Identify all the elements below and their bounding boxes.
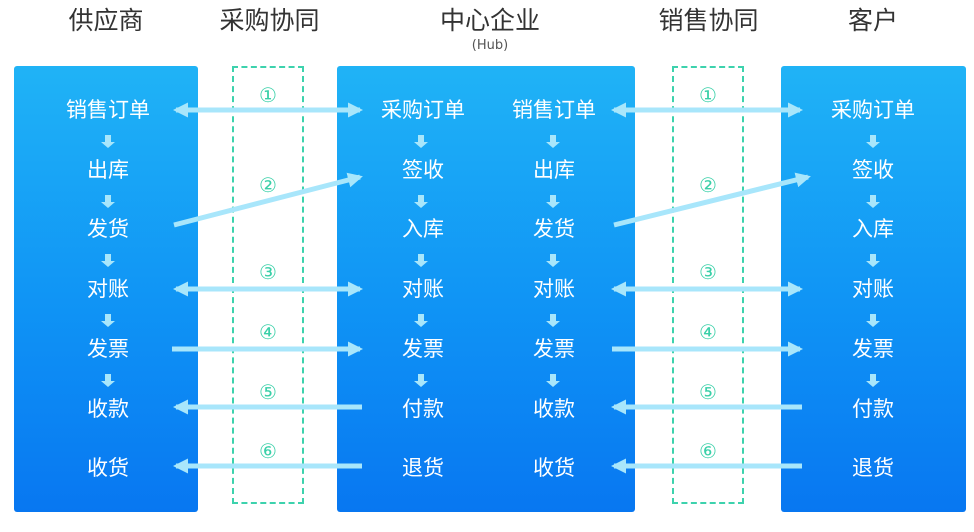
purchase-collab-number: ①: [259, 83, 277, 107]
purchase-collab-number: ②: [259, 173, 277, 197]
customer-step: 付款: [852, 397, 894, 421]
hub-purchase-step-arrow: [414, 314, 428, 327]
hub-purchase-step: 签收: [402, 158, 444, 182]
hub-sales-step-arrow: [546, 314, 560, 327]
supplier-step-arrow: [101, 374, 115, 387]
customer-step-arrow: [866, 254, 880, 267]
hub-purchase-step: 采购订单: [381, 98, 465, 122]
supplier-step: 对账: [87, 277, 129, 301]
sales-collab-number: ⑤: [699, 380, 717, 404]
hub-sales-step: 收款: [533, 397, 575, 421]
supplier-step: 出库: [87, 158, 129, 182]
hub-sales-step-arrow: [546, 374, 560, 387]
purchase-collab-number: ⑥: [259, 439, 277, 463]
hub-purchase-step-arrow: [414, 135, 428, 148]
sales-delivery-receipt-arrow: [613, 172, 811, 228]
customer-step-arrow: [866, 374, 880, 387]
sales-collab-number: ①: [699, 83, 717, 107]
header-purchase-collab: 采购协同: [219, 6, 320, 35]
hub-purchase-step: 入库: [402, 217, 444, 241]
supplier-step-arrow: [101, 195, 115, 208]
supplier-step: 发货: [87, 217, 129, 241]
hub-sales-step: 出库: [533, 158, 575, 182]
supplier-step: 发票: [87, 337, 129, 361]
hub-panel: [337, 66, 635, 512]
delivery-receipt-arrow: [173, 172, 363, 228]
purchase-collab-number: ④: [259, 320, 277, 344]
sales-collab-number: ④: [699, 320, 717, 344]
customer-step-arrow: [866, 314, 880, 327]
hub-sales-step-arrow: [546, 135, 560, 148]
hub-sales-step: 发货: [533, 217, 575, 241]
hub-purchase-step: 对账: [402, 277, 444, 301]
customer-step: 退货: [852, 456, 894, 480]
hub-sales-step: 对账: [533, 277, 575, 301]
hub-sales-step: 收货: [533, 456, 575, 480]
supplier-step: 收货: [87, 456, 129, 480]
customer-step: 对账: [852, 277, 894, 301]
hub-purchase-step: 退货: [402, 456, 444, 480]
hub-purchase-step-arrow: [414, 254, 428, 267]
sales-collab-number: ③: [699, 260, 717, 284]
supplier-step-arrow: [101, 254, 115, 267]
customer-step: 发票: [852, 337, 894, 361]
hub-purchase-step-arrow: [414, 374, 428, 387]
sales-collab-number: ⑥: [699, 439, 717, 463]
supplier-step-arrow: [101, 314, 115, 327]
sales-collab-number: ②: [699, 173, 717, 197]
supplier-step: 销售订单: [66, 98, 150, 122]
hub-purchase-step: 发票: [402, 337, 444, 361]
header-hub: 中心企业: [439, 6, 540, 35]
purchase-collab-number: ⑤: [259, 380, 277, 404]
header-sales-collab: 销售协同: [658, 6, 759, 35]
header-supplier: 供应商: [68, 6, 144, 35]
customer-step: 签收: [852, 158, 894, 182]
header-customer: 客户: [847, 6, 898, 35]
supplier-step-arrow: [101, 135, 115, 148]
hub-sales-step-arrow: [546, 195, 560, 208]
customer-step: 入库: [852, 217, 894, 241]
hub-purchase-step-arrow: [414, 195, 428, 208]
customer-step: 采购订单: [831, 98, 915, 122]
hub-sales-step: 发票: [533, 337, 575, 361]
hub-sales-step-arrow: [546, 254, 560, 267]
customer-step-arrow: [866, 135, 880, 148]
purchase-collab-number: ③: [259, 260, 277, 284]
hub-sales-step: 销售订单: [512, 98, 596, 122]
supplier-step: 收款: [87, 397, 129, 421]
header-hub-sub: (Hub): [471, 38, 509, 53]
customer-step-arrow: [866, 195, 880, 208]
hub-purchase-step: 付款: [402, 397, 444, 421]
